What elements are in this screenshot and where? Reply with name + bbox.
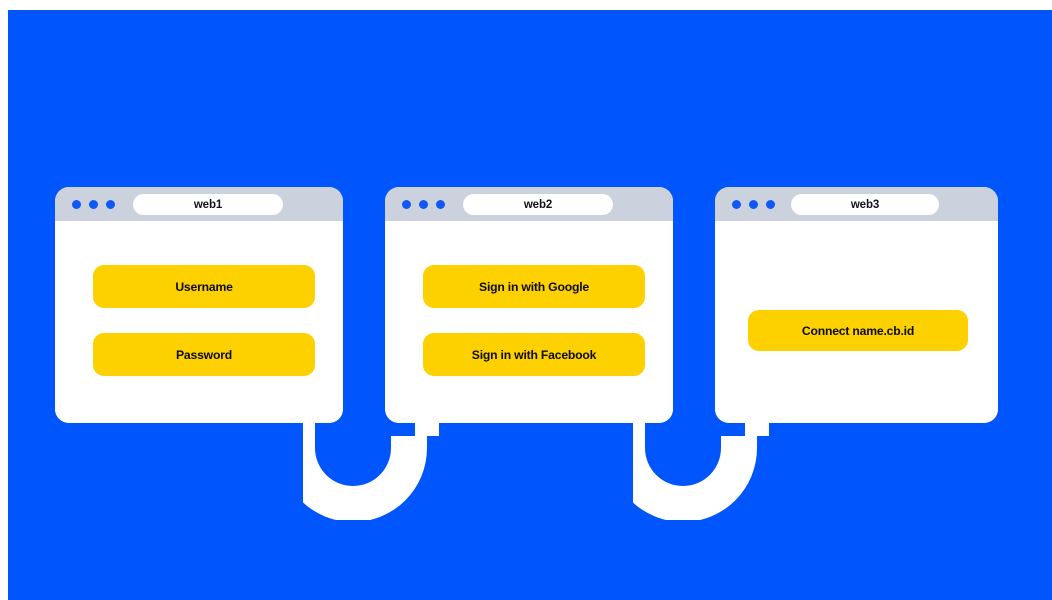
window-dot-maximize-icon[interactable] <box>766 199 775 209</box>
window-dot-minimize-icon[interactable] <box>89 199 98 209</box>
tab-web1[interactable]: web1 <box>133 194 283 215</box>
titlebar-web1: web1 <box>55 187 343 221</box>
tab-web2[interactable]: web2 <box>463 194 613 215</box>
tab-web3[interactable]: web3 <box>791 194 939 215</box>
browser-window-web1: web1 Username Password <box>55 187 343 423</box>
window-dot-close-icon[interactable] <box>72 199 81 209</box>
titlebar-web3: web3 <box>715 187 998 221</box>
button-username[interactable]: Username <box>93 265 315 308</box>
titlebar-web2: web2 <box>385 187 673 221</box>
button-sign-in-with-google[interactable]: Sign in with Google <box>423 265 645 308</box>
window-controls-web1 <box>72 199 115 209</box>
window-dot-maximize-icon[interactable] <box>436 199 445 209</box>
window-body-web3: Connect name.cb.id <box>715 221 998 423</box>
button-sign-in-with-facebook[interactable]: Sign in with Facebook <box>423 333 645 376</box>
button-password[interactable]: Password <box>93 333 315 376</box>
window-dot-close-icon[interactable] <box>402 199 411 209</box>
window-dot-minimize-icon[interactable] <box>419 199 428 209</box>
window-body-web2: Sign in with Google Sign in with Faceboo… <box>385 221 673 423</box>
window-controls-web3 <box>732 199 775 209</box>
browser-window-web2: web2 Sign in with Google Sign in with Fa… <box>385 187 673 423</box>
diagram-canvas: web1 Username Password web2 Sign in with… <box>8 10 1052 600</box>
button-connect-name-cb-id[interactable]: Connect name.cb.id <box>748 310 968 351</box>
browser-window-web3: web3 Connect name.cb.id <box>715 187 998 423</box>
window-controls-web2 <box>402 199 445 209</box>
window-body-web1: Username Password <box>55 221 343 423</box>
window-dot-close-icon[interactable] <box>732 199 741 209</box>
window-dot-maximize-icon[interactable] <box>106 199 115 209</box>
window-dot-minimize-icon[interactable] <box>749 199 758 209</box>
